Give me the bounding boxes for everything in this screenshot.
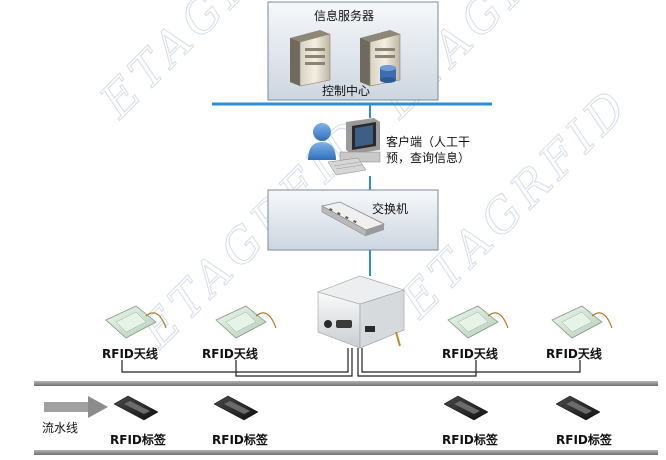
- rfid-reader: [317, 275, 405, 349]
- database-server-icon: [360, 30, 401, 87]
- client-label-line1: 客户端（人工干: [386, 134, 470, 149]
- antenna-1: RFID天线: [102, 305, 167, 361]
- computer-icon: [327, 118, 381, 176]
- server-box-title: 信息服务器: [314, 8, 374, 23]
- reader-cables: [121, 348, 581, 377]
- tag-2: RFID标签: [212, 395, 269, 447]
- user-icon: [308, 123, 336, 160]
- tag-label: RFID标签: [442, 432, 499, 447]
- antenna-label: RFID天线: [442, 346, 498, 361]
- antenna-3: RFID天线: [442, 305, 509, 361]
- client-label-line2: 预，查询信息）: [386, 150, 470, 165]
- control-center-label: 控制中心: [322, 83, 370, 98]
- conveyor-line: [34, 381, 658, 455]
- tag-3: RFID标签: [442, 395, 499, 447]
- tag-label: RFID标签: [212, 432, 269, 447]
- switch-icon: [320, 201, 386, 237]
- tag-4: RFID标签: [555, 395, 613, 447]
- tag-label: RFID标签: [556, 432, 613, 447]
- tag-label: RFID标签: [110, 432, 167, 447]
- antenna-4: RFID天线: [546, 305, 613, 361]
- antenna-label: RFID天线: [202, 346, 258, 361]
- switch-box: 交换机: [267, 189, 439, 251]
- antenna-label: RFID天线: [546, 346, 602, 361]
- server-icon: [290, 30, 331, 87]
- conveyor-arrow-icon: [44, 396, 108, 418]
- conveyor-label: 流水线: [42, 421, 78, 435]
- client-workstation: 客户端（人工干 预，查询信息）: [308, 118, 470, 176]
- control-center-box: 信息服务器 控制中心: [267, 1, 439, 101]
- tag-1: RFID标签: [110, 395, 167, 447]
- antenna-label: RFID天线: [102, 346, 158, 361]
- switch-label: 交换机: [372, 201, 408, 216]
- antenna-2: RFID天线: [202, 305, 277, 361]
